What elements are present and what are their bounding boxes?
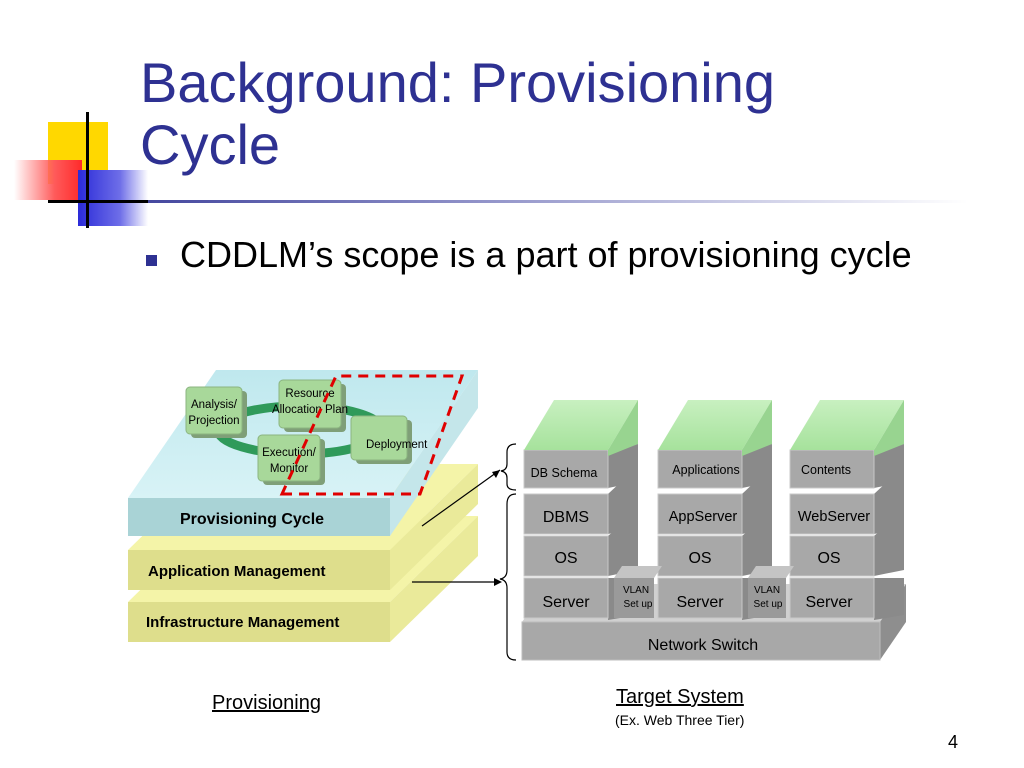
vlan-setup-1: VLAN Set up: [614, 566, 662, 618]
green-top-1: [524, 400, 638, 450]
vlan-2-line1: VLAN: [754, 585, 780, 596]
vlan-2-box: [748, 578, 786, 618]
column-db: Server OS DBMS DB Schema: [523, 400, 638, 620]
layer-provisioning-front: [128, 498, 390, 536]
server-1-label: Server: [542, 594, 590, 611]
column-app: Server OS AppServer Applications: [657, 400, 772, 620]
green-top-3-side: [874, 400, 904, 456]
green-top-2-side: [742, 400, 772, 456]
brace-upper: [500, 443, 517, 491]
arrow-provisioning-to-target: [421, 469, 501, 527]
os-1-label: OS: [554, 550, 577, 567]
step-deployment-label: Deployment: [366, 439, 428, 451]
vlan-1-top: [614, 566, 662, 578]
layer-label-provisioning: Provisioning Cycle: [180, 511, 324, 528]
os-1-box: [523, 535, 609, 577]
green-top-2: [658, 400, 772, 450]
os-2-box: [657, 535, 743, 577]
webserver-box: [789, 493, 875, 535]
appserver-box: [657, 493, 743, 535]
appserver-label: AppServer: [669, 509, 738, 525]
applications-side: [742, 444, 772, 488]
db-schema-label: DB Schema: [531, 466, 598, 480]
layer-label-application: Application Management: [148, 563, 326, 580]
applications-label: Applications: [672, 463, 739, 477]
server-1-box: [523, 577, 609, 619]
bullet-marker: [146, 255, 157, 266]
title-underline: [48, 200, 968, 203]
column-web: Server OS WebServer Contents: [789, 400, 904, 620]
layer-application-front: [128, 550, 390, 590]
step-execution-monitor: Execution/ Monitor: [257, 434, 325, 485]
decorative-vertical-line: [86, 112, 89, 228]
bullet-text: CDDLM’s scope is a part of provisioning …: [180, 234, 912, 275]
decorative-horizontal-line: [48, 200, 148, 203]
layer-provisioning-side: [390, 370, 478, 536]
db-schema-box: [523, 449, 609, 489]
dbms-box: [523, 493, 609, 535]
arrowhead-upper: [492, 470, 500, 478]
step-deployment: Deployment: [350, 415, 428, 464]
server-3-label: Server: [805, 594, 853, 611]
step-analysis-box: [185, 386, 243, 435]
arrowhead-lower: [494, 578, 502, 586]
server-3-side: [874, 578, 904, 620]
green-top-1-side: [608, 400, 638, 456]
layer-application-side: [390, 464, 478, 590]
applications-box: [657, 449, 743, 489]
green-top-3: [790, 400, 904, 450]
network-switch-front: [521, 621, 881, 661]
decorative-blue-square: [78, 170, 148, 226]
db-schema-side: [608, 444, 638, 488]
contents-label: Contents: [801, 463, 851, 477]
title-line-1: Background: Provisioning: [140, 51, 776, 114]
network-switch-label: Network Switch: [648, 637, 758, 654]
webserver-label: WebServer: [798, 509, 870, 525]
step-analysis-line1: Analysis/: [191, 399, 238, 411]
target-system-caption: Target System: [616, 686, 744, 708]
server-2-label: Server: [676, 594, 724, 611]
os-3-label: OS: [817, 550, 840, 567]
provisioning-caption: Provisioning: [212, 692, 321, 714]
step-analysis-line2: Projection: [188, 415, 239, 427]
contents-side: [874, 444, 904, 488]
step-execution-line2: Monitor: [270, 463, 309, 475]
step-analysis: Analysis/ Projection: [185, 386, 247, 438]
decorative-red-bar: [14, 160, 82, 200]
vlan-2-top: [748, 566, 794, 578]
cddlm-scope-outline: [279, 374, 465, 496]
vlan-1-line2: Set up: [624, 599, 653, 610]
brace-lower: [499, 493, 517, 661]
server-2-box: [657, 577, 743, 619]
vlan-setup-2: VLAN Set up: [748, 566, 794, 618]
server-3-box: [789, 577, 875, 619]
step-resource-line2: Allocation Plan: [272, 404, 348, 416]
step-resource-line1: Resource: [285, 388, 334, 400]
step-resource-allocation: Resource Allocation Plan: [272, 379, 348, 432]
dbms-label: DBMS: [543, 509, 589, 526]
os-3-box: [789, 535, 875, 577]
vlan-1-line1: VLAN: [623, 585, 649, 596]
step-execution-line1: Execution/: [262, 447, 317, 459]
target-system-subcaption: (Ex. Web Three Tier): [615, 712, 745, 728]
layer-label-infrastructure: Infrastructure Management: [146, 614, 339, 631]
title-line-2: Cycle: [140, 113, 281, 176]
slide-number: 4: [948, 732, 959, 752]
layer-infrastructure-side: [390, 516, 478, 642]
vlan-1-box: [614, 578, 654, 618]
os-2-label: OS: [688, 550, 711, 567]
layer-infrastructure-front: [128, 602, 390, 642]
vlan-2-line2: Set up: [754, 599, 783, 610]
step-resource-box: [278, 379, 342, 429]
step-deployment-box: [350, 415, 408, 461]
slide-title: Background: Provisioning Cycle: [140, 52, 1000, 176]
